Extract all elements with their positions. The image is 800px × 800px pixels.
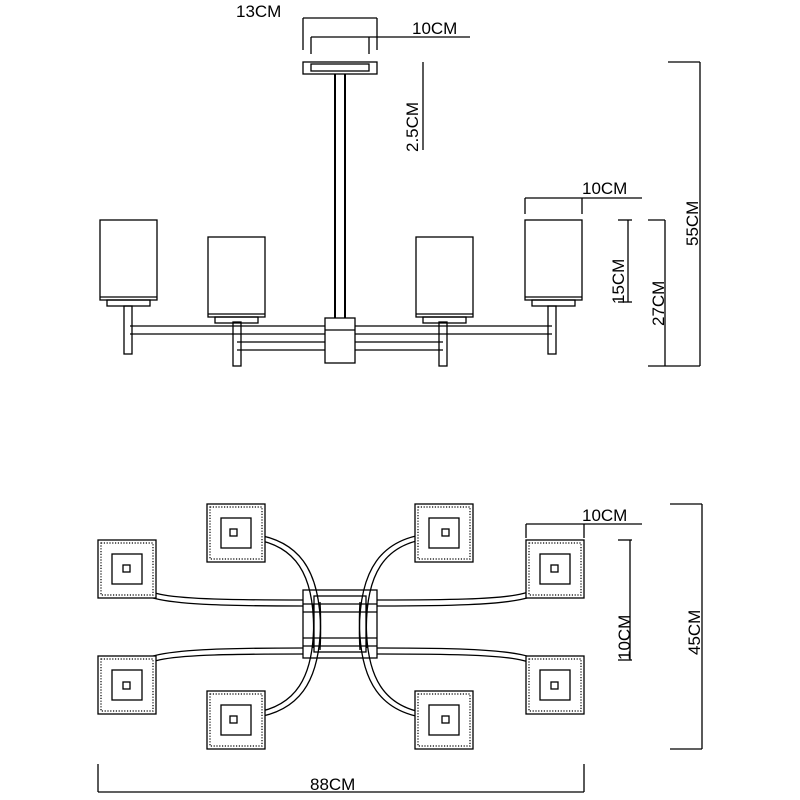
plan-depth-label: 45CM (685, 610, 704, 655)
canopy-outer-label: 13CM (236, 2, 281, 21)
canopy-inner-label: 10CM (412, 19, 457, 38)
rod (334, 74, 346, 318)
center-plate (302, 589, 378, 659)
head-top-inner-left (206, 503, 266, 563)
dim-canopy-outer: 13CM (236, 2, 378, 50)
head-bottom-outer-right (525, 655, 585, 715)
dim-shade-width: 10CM (524, 179, 642, 214)
lamp-height-label: 27CM (649, 281, 668, 326)
shade-height-label: 15CM (609, 259, 628, 304)
shade-inner-right (415, 236, 474, 324)
dim-lamp-height: 27CM (648, 219, 668, 367)
dim-plan-shade-width: 10CM (525, 506, 642, 538)
plan-inner-label: 10CM (615, 615, 634, 660)
head-top-outer-right (525, 539, 585, 599)
dim-canopy-height: 2.5CM (403, 62, 424, 152)
head-bottom-inner-right (414, 690, 474, 750)
side-view (99, 61, 583, 367)
plan-view (97, 503, 585, 750)
dim-total-height: 55CM (668, 61, 702, 367)
head-top-inner-right (414, 503, 474, 563)
total-width-label: 88CM (310, 775, 355, 794)
head-top-outer-left (97, 539, 157, 599)
shade-outer-left (99, 219, 158, 307)
shade-width-label: 10CM (582, 179, 627, 198)
shade-outer-right (524, 219, 583, 307)
plan-shade-width-label: 10CM (582, 506, 627, 525)
arms (130, 325, 552, 351)
head-bottom-outer-left (97, 655, 157, 715)
canopy-height-label: 2.5CM (403, 102, 422, 152)
total-height-label: 55CM (683, 201, 702, 246)
dim-canopy-inner: 10CM (310, 19, 470, 54)
dim-plan-depth: 45CM (670, 503, 704, 750)
canopy (302, 61, 378, 75)
shade-inner-left (207, 236, 266, 324)
head-bottom-inner-left (206, 690, 266, 750)
dim-plan-inner: 10CM (615, 539, 634, 661)
dim-shade-height: 15CM (609, 219, 632, 304)
dim-total-width: 88CM (97, 764, 585, 794)
central-body (324, 317, 356, 364)
